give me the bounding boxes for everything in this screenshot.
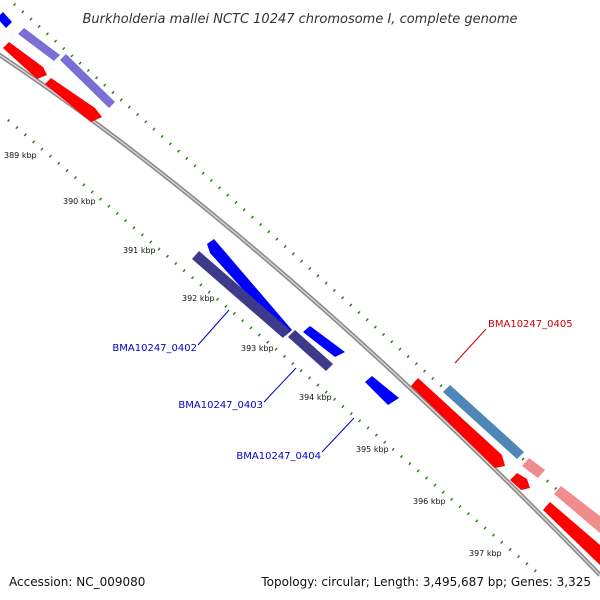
scale-label: 391 kbp [123, 246, 156, 255]
reverse-cds [510, 473, 530, 490]
leader-line [263, 367, 297, 403]
scale-label: 392 kbp [182, 294, 215, 303]
genome-summary-text: Topology: circular; Length: 3,495,687 bp… [260, 575, 591, 589]
scale-label: 390 kbp [63, 197, 96, 206]
gene-label-bma10247-0405[interactable]: BMA10247_0405 [488, 319, 573, 330]
scale-label: 394 kbp [299, 393, 332, 402]
scale-labels: 389 kbp 390 kbp 391 kbp 392 kbp 393 kbp … [4, 151, 502, 558]
forward-cds [303, 326, 345, 357]
gene-labels: BMA10247_0402 BMA10247_0403 BMA10247_040… [112, 319, 572, 462]
gene-label-bma10247-0404[interactable]: BMA10247_0404 [236, 451, 321, 462]
cds-features [0, 12, 600, 565]
dark-cds [288, 330, 333, 371]
scale-label: 396 kbp [413, 497, 446, 506]
genome-backbone [0, 52, 600, 577]
reverse-cds [543, 502, 600, 565]
gene-label-bma10247-0403[interactable]: BMA10247_0403 [178, 400, 263, 411]
leader-line [197, 309, 230, 346]
gene-label-leaders [197, 309, 487, 453]
tick-rows [7, 2, 600, 577]
gene-label-bma10247-0402[interactable]: BMA10247_0402 [112, 343, 197, 354]
leader-line [321, 417, 355, 453]
forward-cds [60, 54, 115, 108]
forward-cds [0, 12, 12, 28]
accession-text: Accession: NC_009080 [9, 575, 145, 589]
scale-label: 397 kbp [469, 549, 502, 558]
scale-label: 389 kbp [4, 151, 37, 160]
inner-tick-row [7, 118, 541, 577]
reverse-cds-muted [522, 458, 545, 478]
reverse-cds [411, 378, 505, 468]
reverse-cds [3, 42, 47, 79]
scale-label: 393 kbp [241, 344, 274, 353]
map-title: Burkholderia mallei NCTC 10247 chromosom… [82, 12, 517, 27]
forward-cds [365, 376, 399, 405]
forward-cds [207, 239, 292, 336]
leader-line [454, 328, 487, 364]
dark-cds [192, 251, 290, 338]
scale-label: 395 kbp [356, 445, 389, 454]
reverse-cds-muted [554, 486, 600, 533]
steel-cds [443, 385, 524, 459]
reverse-cds [45, 78, 102, 122]
forward-cds [18, 28, 60, 61]
